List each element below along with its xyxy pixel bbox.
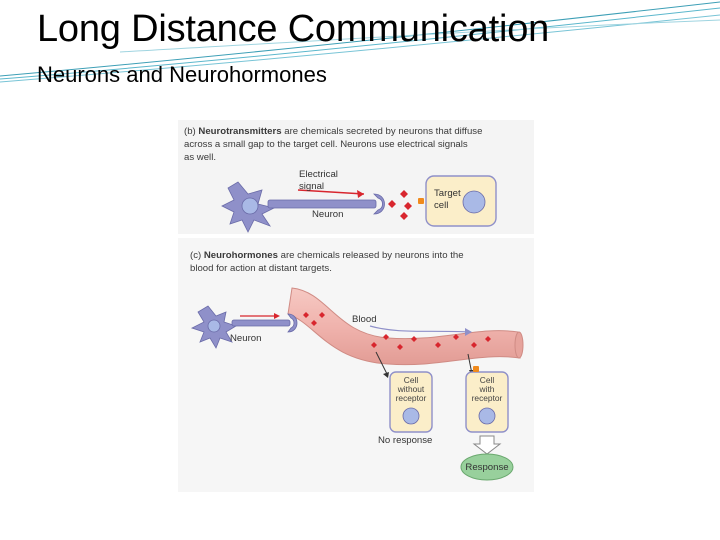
- panel-c-caption-line1: (c) Neurohormones are chemicals released…: [190, 250, 464, 261]
- panel-b-caption-bold: Neurotransmitters: [198, 126, 281, 137]
- panel-b-target-cell-label-1: Target: [434, 188, 461, 199]
- panel-c-cell-with-label-1: Cell: [480, 375, 495, 385]
- panel-c-caption-line1-rest: are chemicals released by neurons into t…: [278, 250, 464, 261]
- title-swoosh-decoration: [0, 1, 720, 83]
- panel-c-cell-without-label-1: Cell: [404, 375, 419, 385]
- panel-b-target-cell-nucleus: [462, 190, 486, 214]
- panel-c-background: [178, 238, 534, 492]
- panel-c-blood-flow-arrowhead: [465, 328, 472, 336]
- panel-c-electrical-signal-arrowhead: [274, 313, 280, 319]
- panel-b-receptor: [418, 198, 424, 204]
- panel-c-arrowhead-to-cell-without: [383, 372, 389, 378]
- panel-b-caption-line2: across a small gap to the target cell. N…: [184, 139, 468, 150]
- neuron-communication-figure: (b) Neurotransmitters are chemicals secr…: [178, 120, 534, 492]
- panel-c-cell-without-nucleus: [402, 407, 420, 425]
- panel-b-electrical-signal-arrowhead: [357, 190, 364, 198]
- panel-b-electrical-signal-label-2: signal: [299, 181, 324, 192]
- panel-c-no-response-label: No response: [378, 435, 432, 446]
- panel-b-neurotransmitter-molecules: [388, 190, 412, 220]
- panel-c-cell-with-label-2: with: [479, 384, 495, 394]
- panel-b-electrical-signal-label-1: Electrical: [299, 169, 338, 180]
- panel-b-neurotransmitters: (b) Neurotransmitters are chemicals secr…: [178, 120, 534, 234]
- panel-b-target-cell: [425, 175, 497, 227]
- panel-c-cell-with-receptor: [465, 371, 509, 433]
- panel-c-cell-with-nucleus: [478, 407, 496, 425]
- panel-c-response-bubble: [460, 453, 514, 481]
- slide-subtitle: Neurons and Neurohormones: [37, 62, 327, 87]
- panel-c-neuron-nucleus: [207, 319, 221, 333]
- panel-c-blood-flow-arrow: [369, 325, 471, 333]
- panel-b-neuron-nucleus: [241, 197, 259, 215]
- panel-c-neurohormones: (c) Neurohormones are chemicals released…: [178, 238, 534, 492]
- panel-b-caption-line1: (b) Neurotransmitters are chemicals secr…: [184, 126, 482, 137]
- panel-c-caption-line2: blood for action at distant targets.: [190, 263, 332, 274]
- panel-c-cell-without-label-2: without: [397, 384, 425, 394]
- panel-b-caption-line3: as well.: [184, 152, 216, 163]
- panel-b-electrical-signal-arrow: [297, 189, 365, 195]
- slide-title: Long Distance Communication: [37, 8, 550, 50]
- panel-b-neuron-label: Neuron: [312, 209, 343, 220]
- panel-c-response-arrow: [472, 435, 502, 455]
- panel-c-cell-without-receptor: [389, 371, 433, 433]
- panel-c-caption-prefix: (c): [190, 250, 204, 261]
- panel-c-arrow-to-cell-without: [375, 351, 389, 377]
- panel-c-cell-with-label-3: receptor: [472, 393, 503, 403]
- panel-b-caption-line1-rest: are chemicals secreted by neurons that d…: [282, 126, 483, 137]
- panel-c-neuron-label: Neuron: [230, 333, 261, 344]
- panel-b-target-cell-label-2: cell: [434, 200, 448, 211]
- panel-c-blood-vessel-end: [514, 331, 524, 359]
- panel-c-response-label: Response: [465, 462, 508, 473]
- panel-c-receptor: [473, 366, 479, 372]
- panel-c-cell-without-label-3: receptor: [396, 393, 427, 403]
- panel-c-caption-bold: Neurohormones: [204, 250, 278, 261]
- panel-b-caption-prefix: (b): [184, 126, 198, 137]
- panel-c-neurohormone-molecules: [303, 312, 491, 350]
- panel-c-blood-label: Blood: [352, 314, 377, 325]
